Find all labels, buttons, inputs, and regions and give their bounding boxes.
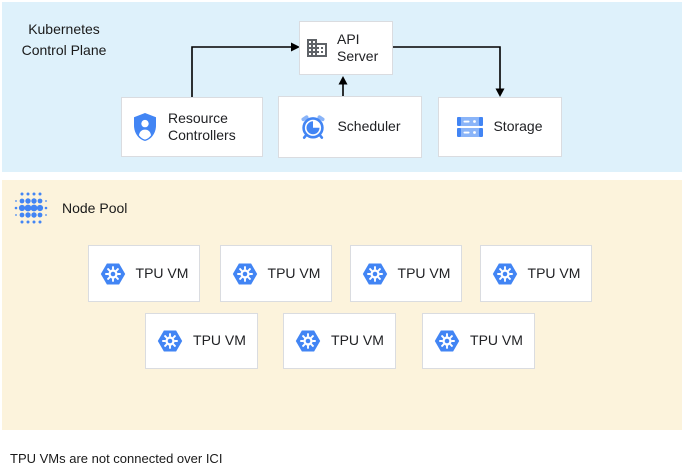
tpu-vm-node: TPU VM [350, 245, 462, 302]
storage-node: Storage [438, 97, 562, 157]
diagram-caption: TPU VMs are not connected over ICI [10, 451, 223, 466]
tpu-vm-label: TPU VM [527, 264, 581, 281]
tpu-vm-node: TPU VM [422, 313, 535, 369]
tpu-vm-label: TPU VM [331, 332, 384, 349]
alarm-clock-icon [299, 113, 327, 141]
node-pool-region [2, 180, 682, 430]
hexagon-gear-icon [295, 329, 321, 353]
tpu-vm-label: TPU VM [470, 332, 523, 349]
shield-user-icon [132, 112, 158, 142]
hexagon-gear-icon [100, 262, 126, 286]
api-server-node: API Server [299, 21, 393, 75]
tpu-vm-node: TPU VM [88, 245, 200, 302]
node-pool-title: Node Pool [62, 200, 128, 216]
tpu-vm-node: TPU VM [220, 245, 332, 302]
tpu-vm-label: TPU VM [267, 264, 321, 281]
hexagon-gear-icon [157, 329, 183, 353]
building-icon [305, 36, 329, 60]
control-plane-title: Kubernetes Control Plane [21, 21, 107, 58]
scheduler-node: Scheduler [278, 96, 422, 158]
tpu-vm-label: TPU VM [193, 332, 246, 349]
tpu-vm-node: TPU VM [480, 245, 592, 302]
tpu-vm-label: TPU VM [397, 264, 451, 281]
server-rack-icon [457, 116, 484, 138]
storage-label: Storage [493, 118, 543, 135]
hexagon-gear-icon [434, 329, 460, 353]
dot-cluster-icon [10, 188, 52, 233]
api-server-label: API Server [337, 30, 379, 65]
resource-controllers-label: Resource Controllers [168, 109, 236, 144]
tpu-vm-label: TPU VM [135, 264, 189, 281]
hexagon-gear-icon [492, 262, 518, 286]
tpu-vm-node: TPU VM [283, 313, 396, 369]
tpu-vm-node: TPU VM [145, 313, 258, 369]
hexagon-gear-icon [362, 262, 388, 286]
scheduler-label: Scheduler [337, 118, 401, 135]
resource-controllers-node: Resource Controllers [121, 97, 263, 157]
hexagon-gear-icon [232, 262, 258, 286]
